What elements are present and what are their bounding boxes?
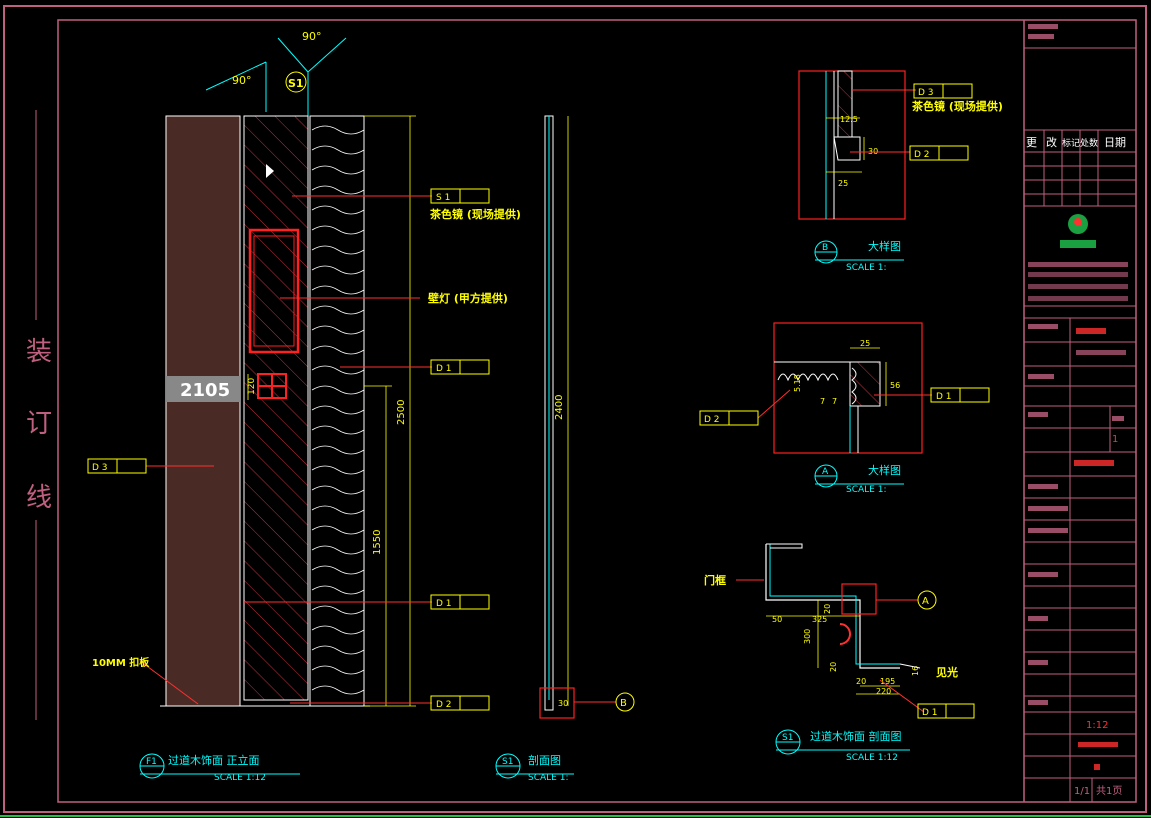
detail-b-scale: SCALE 1: (846, 263, 886, 273)
detail-a-tag-left: D 2 (704, 415, 720, 425)
wood-panel (165, 115, 241, 707)
svg-text:B: B (822, 243, 828, 253)
svg-text:日期: 日期 (1104, 136, 1126, 149)
elev-scale: SCALE 1:12 (214, 773, 266, 783)
wood-grain-panel (309, 115, 365, 707)
svg-text:7: 7 (820, 397, 825, 406)
section-marker (285, 71, 307, 93)
pointer-icon (266, 164, 274, 178)
svg-text:5.18: 5.18 (793, 374, 802, 392)
section-marker-b (615, 692, 635, 712)
dim-total: 2500 (396, 400, 407, 425)
svg-text:20: 20 (856, 677, 866, 686)
svg-text:195: 195 (880, 677, 895, 686)
mirror-strip (243, 115, 309, 701)
section-dim: 2400 (554, 395, 565, 420)
sheet-border (3, 5, 1147, 813)
detail-a-dim-top: 25 (860, 339, 870, 348)
light-label: 见光 (936, 665, 958, 679)
title-block (1024, 47, 1136, 802)
detail-b-title: 大样图 (868, 239, 901, 253)
elev-title-id: F1 (146, 757, 157, 767)
svg-text:A: A (922, 596, 929, 607)
elevation-view: 90° 90° S1 2105 (87, 30, 521, 783)
tag-d2: D 2 (430, 695, 490, 711)
detail-a: 25 56 5.18 7 7 D 2 D 1 A 大样图 SCALE 1: (699, 322, 990, 495)
drawing-frame (57, 19, 1137, 803)
tag-d3: D 3 (87, 458, 147, 474)
elev-title: 过道木饰面 正立面 (168, 753, 260, 767)
callout-plate: 10MM 扣板 (92, 656, 150, 669)
svg-text:A: A (822, 467, 829, 477)
plan-section: A 门框 见光 50 325 20 300 20 195 220 16 20 D… (704, 543, 975, 763)
callout-glass: 茶色镜 (现场提供) (429, 207, 521, 221)
section-marker-label: S1 (288, 77, 304, 90)
plan-scale: SCALE 1:12 (846, 753, 898, 763)
dim-small: 120 (247, 378, 257, 395)
plan-tag: D 1 (922, 708, 938, 718)
sheet-number: 1/1 (1074, 786, 1090, 797)
detail-b: 12.5 30 25 D 3 茶色镜 (现场提供) D 2 B 大样图 SCAL… (798, 70, 1003, 273)
svg-text:B: B (620, 698, 627, 709)
section-title: 剖面图 (528, 753, 561, 767)
dim-low: 1550 (372, 530, 383, 555)
svg-text:D 1: D 1 (436, 364, 452, 374)
title-block-text: 更 改 标记 处数 日期 1 1:12 1/1 共1页 (1026, 24, 1128, 797)
wall-lamp (248, 228, 300, 354)
svg-text:300: 300 (803, 629, 812, 644)
binding-char-3: 线 (26, 483, 52, 513)
plan-marker-a (917, 590, 937, 610)
height-tag-bg (166, 376, 240, 402)
svg-text:20: 20 (823, 604, 832, 614)
detail-b-dim1: 12.5 (840, 115, 858, 124)
tag-d1-upper: D 1 (430, 359, 490, 375)
svg-text:处数: 处数 (1080, 137, 1098, 149)
svg-text:S 1: S 1 (436, 193, 450, 203)
svg-text:改: 改 (1046, 135, 1057, 149)
tag-d1-lower: D 1 (430, 594, 490, 610)
svg-text:D 3: D 3 (92, 463, 108, 473)
svg-text:1: 1 (1112, 434, 1118, 445)
detail-a-dim-side: 56 (890, 381, 900, 390)
detail-b-glass: 茶色镜 (现场提供) (911, 99, 1003, 113)
height-label: 2105 (180, 380, 230, 401)
svg-text:S1: S1 (782, 733, 793, 743)
binding-margin: 装 订 线 (26, 110, 52, 720)
detail-b-tag1: D 3 (918, 88, 934, 98)
svg-text:325: 325 (812, 615, 827, 624)
section-dim-bottom: 30 (558, 699, 568, 708)
svg-text:220: 220 (876, 687, 891, 696)
detail-a-scale: SCALE 1: (846, 485, 886, 495)
svg-text:7: 7 (832, 397, 837, 406)
tag-s1: S 1 (430, 188, 490, 204)
svg-text:更: 更 (1026, 136, 1037, 149)
angle-top: 90° (302, 30, 322, 43)
svg-text:16: 16 (911, 666, 920, 676)
section-scale: SCALE 1: (528, 773, 568, 783)
detail-b-tag2: D 2 (914, 150, 930, 160)
detail-a-tag-right: D 1 (936, 392, 952, 402)
binding-char-2: 订 (26, 409, 52, 439)
svg-text:标记: 标记 (1062, 137, 1080, 149)
scale-value: 1:12 (1086, 720, 1108, 731)
detail-b-dim3: 25 (838, 179, 848, 188)
detail-a-title: 大样图 (868, 463, 901, 477)
angle-left: 90° (232, 74, 252, 87)
svg-text:D 1: D 1 (436, 599, 452, 609)
section-title-id: S1 (502, 757, 513, 767)
binding-char-1: 装 (26, 337, 52, 367)
door-frame-label: 门框 (704, 573, 726, 587)
sheet-total: 共1页 (1096, 785, 1122, 797)
plan-title: 过道木饰面 剖面图 (810, 729, 902, 743)
svg-text:20: 20 (829, 662, 838, 672)
svg-text:D 2: D 2 (436, 700, 452, 710)
section-view: 2400 30 B S1 剖面图 SCALE 1: (495, 115, 635, 783)
callout-lamp: 壁灯 (甲方提供) (428, 291, 508, 305)
svg-text:50: 50 (772, 615, 782, 624)
